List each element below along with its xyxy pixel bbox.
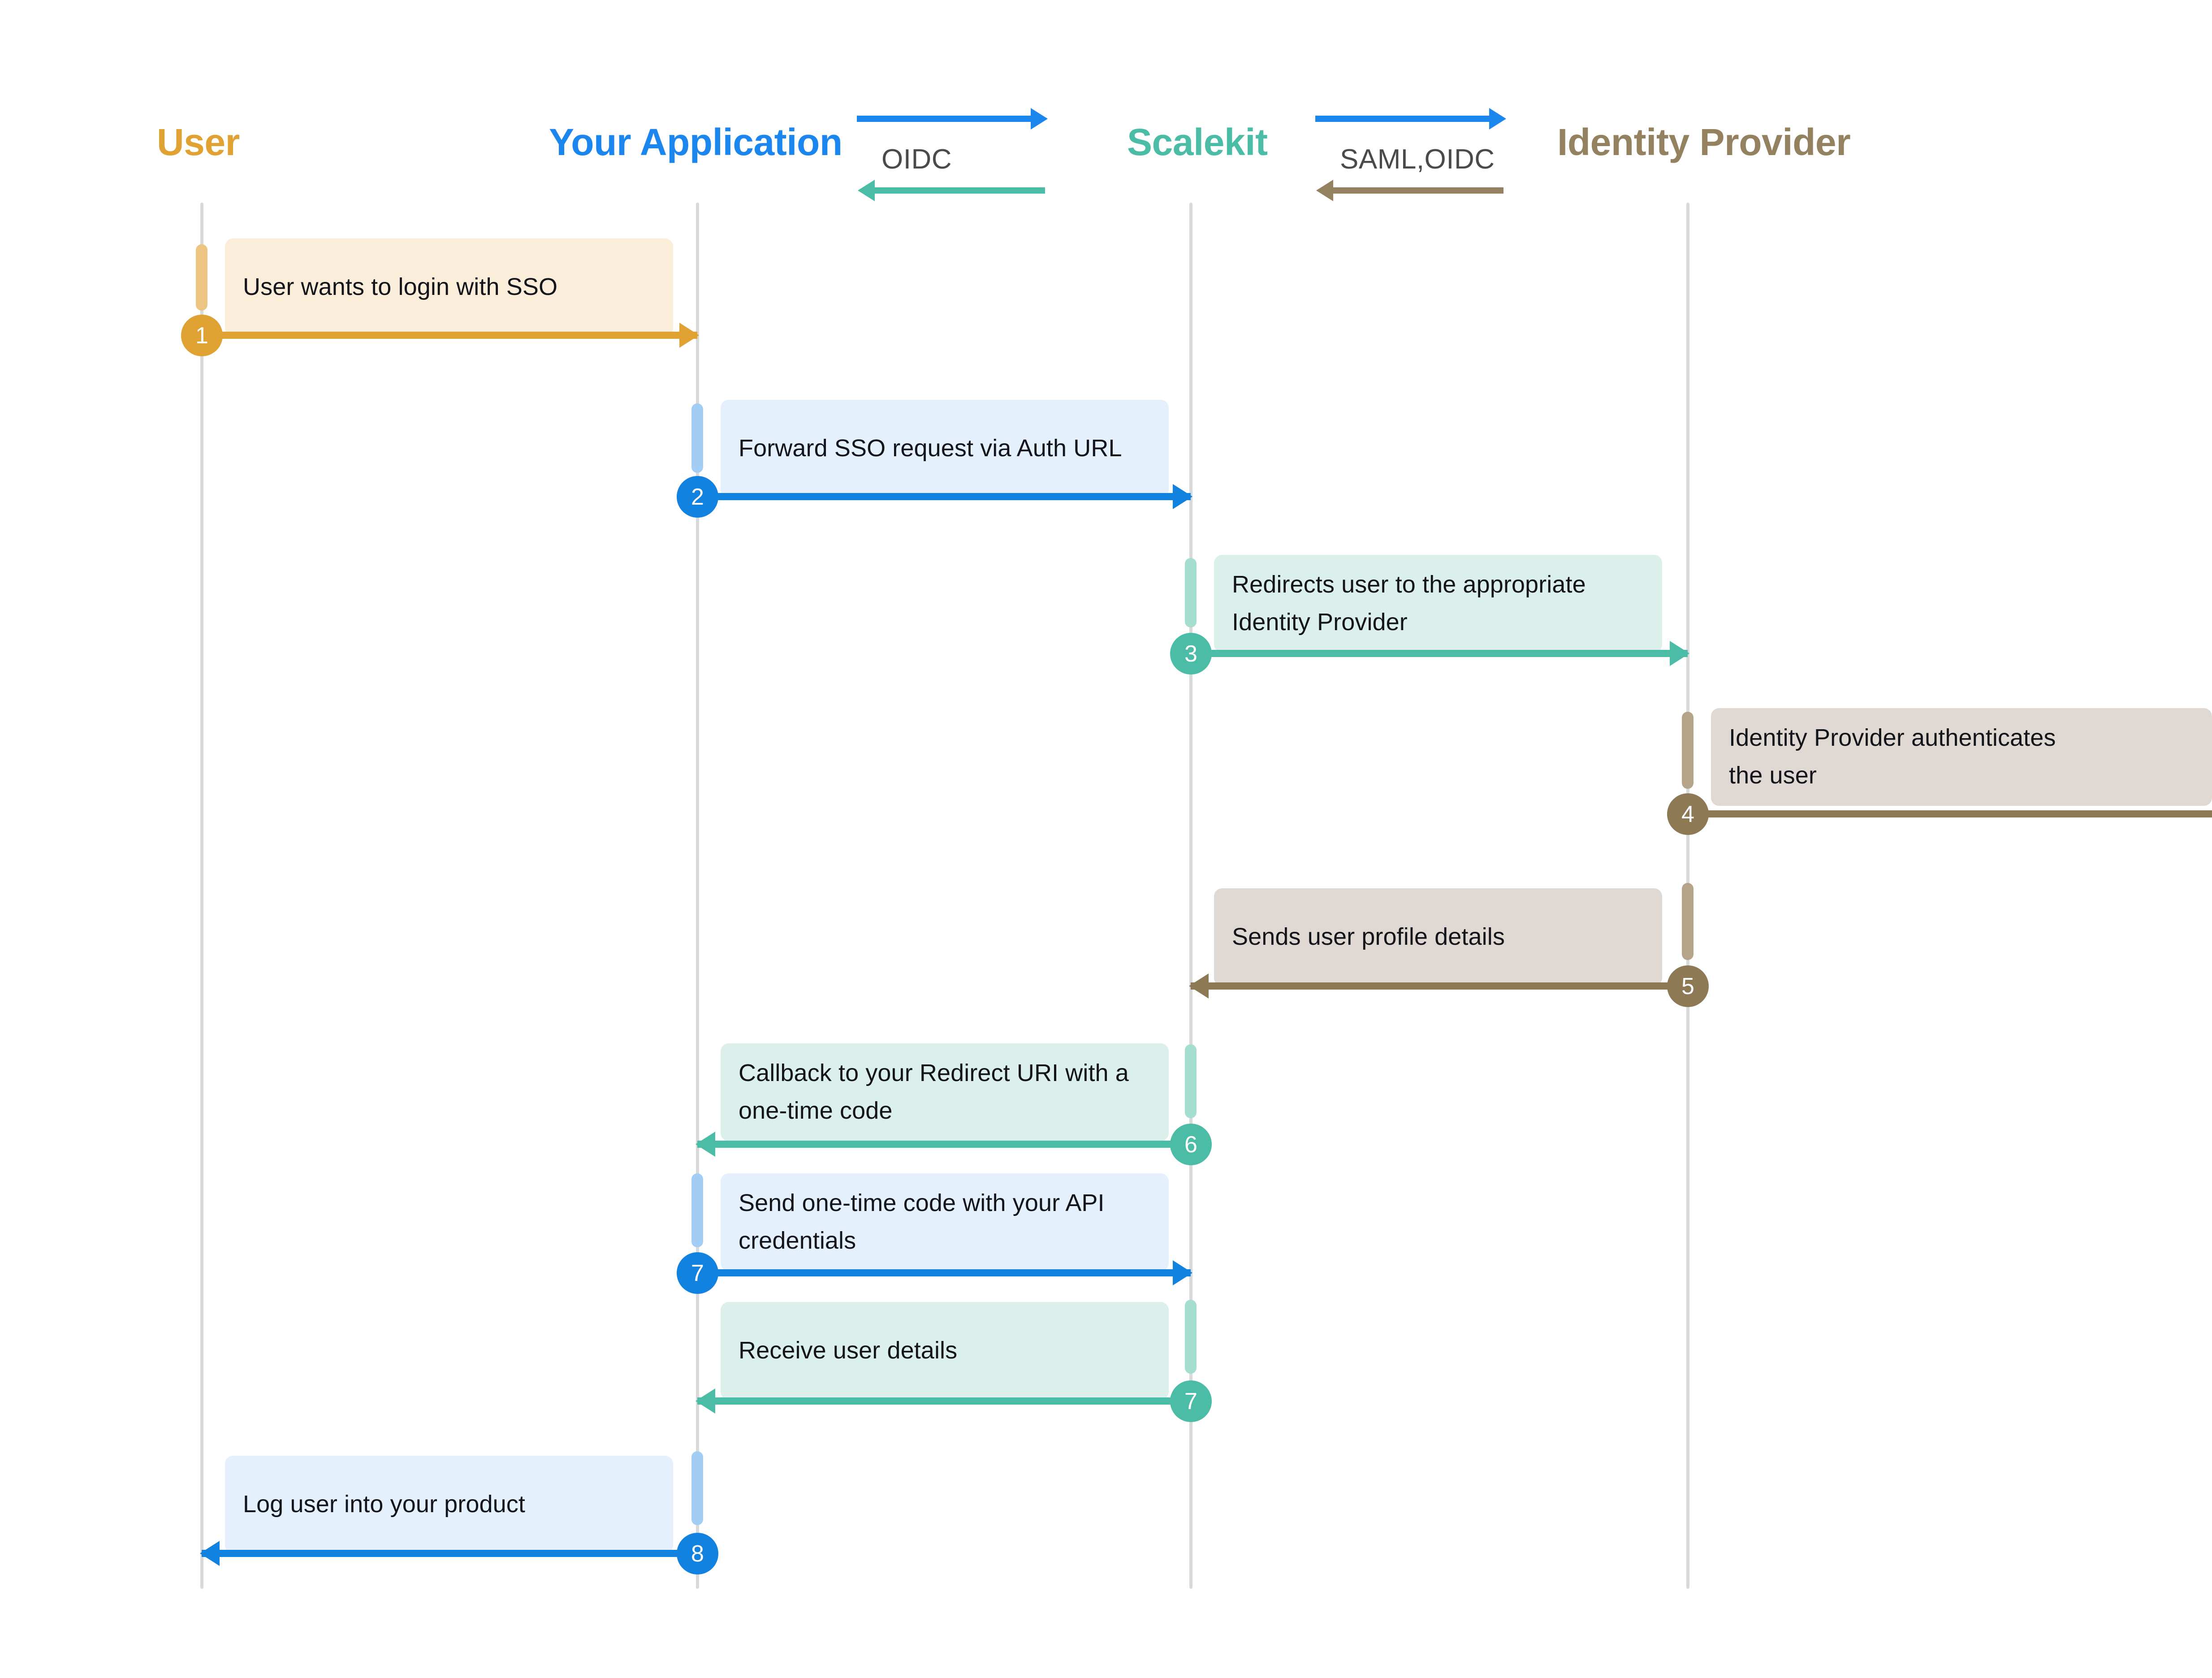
message-arrow-step-6	[696, 1132, 1191, 1157]
protocol-legend-label-saml-oidc: SAML,OIDC	[1340, 144, 1495, 175]
protocol-arrow-oidc-top	[857, 108, 1048, 130]
message-arrow-step-1	[202, 323, 699, 348]
arrow-shaft	[1191, 982, 1688, 990]
activation-bar-step-4	[1682, 712, 1694, 789]
message-note-step-5: Sends user profile details	[1214, 888, 1662, 986]
arrow-shaft	[697, 1397, 1191, 1405]
message-note-step-8: Receive user details	[721, 1302, 1169, 1400]
protocol-arrow-saml-oidc-bottom	[1316, 180, 1503, 201]
message-note-step-4: Identity Provider authenticates the user	[1711, 708, 2212, 806]
arrowhead-icon	[679, 323, 699, 348]
arrow-shaft	[1688, 810, 2212, 817]
arrowhead-icon	[858, 180, 875, 201]
message-note-step-3: Redirects user to the appropriate Identi…	[1214, 555, 1662, 653]
activation-bar-step-7	[691, 1173, 703, 1247]
arrowhead-icon	[1489, 108, 1506, 130]
lifeline-scalekit	[1189, 203, 1192, 1589]
arrowhead-icon	[1173, 1260, 1192, 1285]
step-number-badge-5[interactable]: 5	[1667, 965, 1709, 1007]
message-note-step-7: Send one-time code with your API credent…	[721, 1173, 1169, 1271]
lifeline-app	[696, 203, 699, 1589]
message-note-text: Identity Provider authenticates the user	[1729, 724, 2056, 789]
actor-label-app: Your Application	[549, 121, 842, 163]
step-number-badge-9[interactable]: 8	[677, 1533, 718, 1574]
message-arrow-step-8	[696, 1388, 1191, 1414]
activation-bar-step-8	[1185, 1300, 1197, 1374]
activation-bar-step-2	[691, 403, 703, 473]
message-note-text: Callback to your Redirect URI with a one…	[739, 1060, 1129, 1124]
arrow-shaft	[1332, 187, 1503, 194]
arrow-shaft	[697, 1141, 1191, 1148]
step-number-badge-2[interactable]: 2	[677, 476, 718, 518]
step-number-badge-3[interactable]: 3	[1170, 633, 1212, 675]
message-note-text: Log user into your product	[243, 1491, 525, 1518]
message-arrow-step-5	[1189, 973, 1688, 999]
arrowhead-icon	[1173, 484, 1192, 509]
message-note-text: Receive user details	[739, 1337, 958, 1364]
step-number-badge-6[interactable]: 6	[1170, 1124, 1212, 1165]
actor-label-idp: Identity Provider	[1557, 121, 1851, 163]
arrow-shaft	[874, 187, 1045, 194]
arrowhead-icon	[200, 1541, 220, 1566]
activation-bar-step-5	[1682, 883, 1694, 960]
message-note-text: Redirects user to the appropriate Identi…	[1232, 571, 1586, 636]
arrow-shaft	[202, 1550, 697, 1557]
arrow-shaft	[1315, 116, 1490, 122]
step-number-badge-7[interactable]: 7	[677, 1252, 718, 1294]
message-arrow-step-3	[1191, 641, 1689, 666]
activation-bar-step-6	[1185, 1044, 1197, 1118]
arrowhead-icon	[1031, 108, 1048, 130]
arrowhead-icon	[1316, 180, 1333, 201]
message-arrow-step-7	[697, 1260, 1192, 1285]
activation-bar-step-1	[196, 244, 207, 311]
actor-label-scalekit: Scalekit	[1127, 121, 1268, 163]
message-arrow-step-4	[1688, 810, 2212, 817]
lifeline-user	[200, 203, 203, 1589]
protocol-arrow-saml-oidc-top	[1315, 108, 1506, 130]
activation-bar-step-3	[1185, 558, 1197, 627]
step-number-badge-4[interactable]: 4	[1667, 793, 1709, 835]
arrow-shaft	[1191, 650, 1688, 657]
arrow-shaft	[857, 116, 1032, 122]
arrow-shaft	[697, 1269, 1191, 1276]
step-number-badge-1[interactable]: 1	[181, 315, 223, 356]
arrowhead-icon	[1670, 641, 1689, 666]
arrow-shaft	[697, 493, 1191, 500]
message-note-step-2: Forward SSO request via Auth URL	[721, 400, 1169, 497]
message-note-text: User wants to login with SSO	[243, 273, 558, 301]
message-note-text: Send one-time code with your API credent…	[739, 1189, 1105, 1254]
arrowhead-icon	[696, 1132, 715, 1157]
protocol-legend-label-oidc: OIDC	[881, 144, 952, 175]
message-note-text: Sends user profile details	[1232, 923, 1505, 951]
message-note-step-6: Callback to your Redirect URI with a one…	[721, 1043, 1169, 1141]
message-arrow-step-2	[697, 484, 1192, 509]
activation-bar-step-9	[691, 1451, 703, 1525]
message-note-text: Forward SSO request via Auth URL	[739, 435, 1122, 462]
arrow-shaft	[202, 332, 697, 339]
arrowhead-icon	[1189, 973, 1209, 999]
actor-label-user: User	[157, 121, 240, 163]
arrowhead-icon	[696, 1388, 715, 1414]
message-note-step-1: User wants to login with SSO	[225, 238, 673, 336]
protocol-arrow-oidc-bottom	[858, 180, 1045, 201]
message-note-step-9: Log user into your product	[225, 1456, 673, 1553]
message-arrow-step-9	[200, 1541, 697, 1566]
step-number-badge-8[interactable]: 7	[1170, 1380, 1212, 1422]
